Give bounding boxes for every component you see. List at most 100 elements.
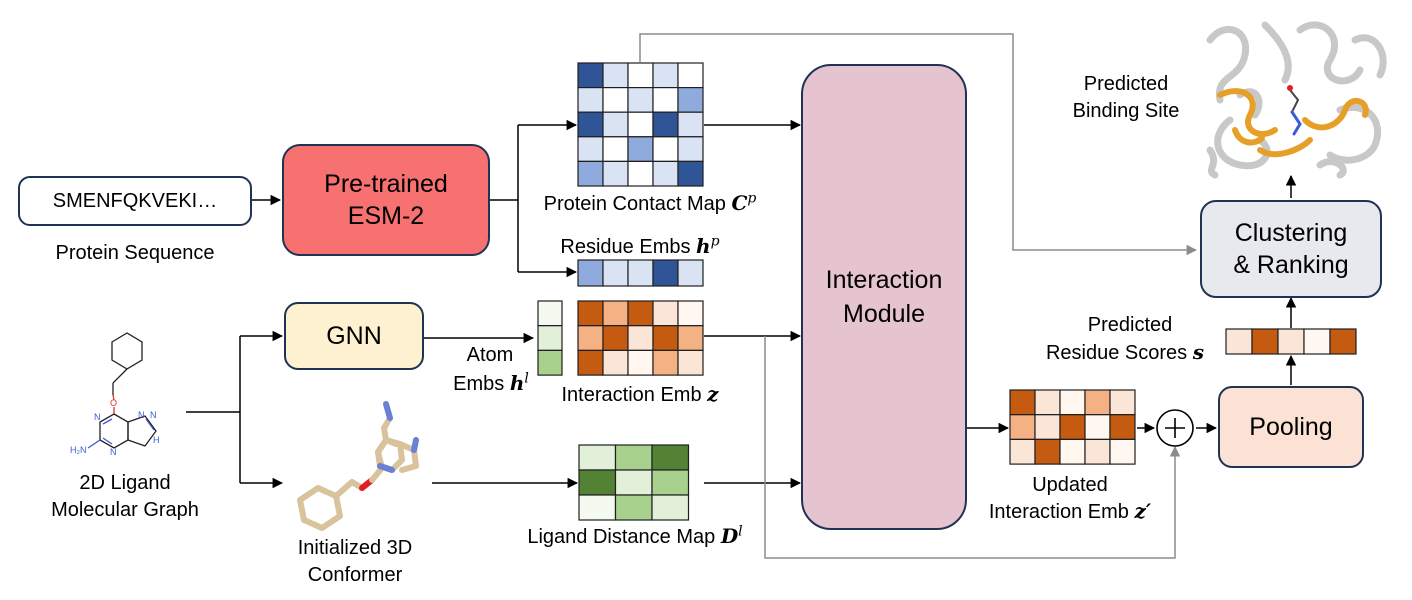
ligand-distance-label: Ligand Distance Map Dl [500, 523, 770, 550]
updated-emb-label-line2: Interaction Emb z′ [975, 498, 1165, 525]
matrix-cell [602, 300, 629, 327]
matrix-cell [602, 136, 629, 163]
pooling-label: Pooling [1249, 412, 1333, 441]
matrix-cell [537, 300, 563, 327]
contact-map-sup: p [747, 190, 757, 207]
matrix-cell [577, 300, 604, 327]
matrix-cell [577, 259, 604, 287]
interaction-emb-label: Interaction Emb z [540, 381, 740, 408]
conformer-label-line1: Initialized 3D [297, 537, 413, 559]
matrix-cell [1277, 328, 1305, 355]
matrix-cell [1009, 389, 1036, 416]
matrix-cell [537, 349, 563, 376]
protein-sequence-text: SMENFQKVEKI… [52, 189, 218, 212]
arrow-contact-to-clustering [639, 33, 1198, 256]
matrix-cell [627, 160, 654, 187]
matrix-cell [627, 349, 654, 376]
matrix-cell [602, 62, 629, 89]
matrix-cell [627, 111, 654, 138]
interaction-emb-label-text: Interaction Emb [561, 384, 702, 406]
atom-embs-symbol: h [509, 371, 525, 395]
matrix-cell [652, 300, 679, 327]
matrix-cell [1059, 389, 1086, 416]
interaction-module-line1: Interaction [825, 266, 943, 294]
matrix-cell [652, 111, 679, 138]
matrix-cell [577, 325, 604, 352]
matrix-cell [677, 160, 704, 187]
residue-embs-label-text: Residue Embs [560, 236, 691, 258]
matrix-cell [577, 136, 604, 163]
matrix-cell [1303, 328, 1331, 355]
residue-embs-sup: p [710, 233, 720, 250]
matrix-cell [1109, 389, 1136, 416]
matrix-cell [602, 349, 629, 376]
interaction-module-box: Interaction Module [801, 64, 967, 530]
matrix-cell [602, 111, 629, 138]
atom-embs-label-text: Embs [453, 373, 505, 395]
matrix-cell [1059, 414, 1086, 441]
contact-map-label: Protein Contact Map Cp [520, 190, 780, 217]
contact-map-symbol: C [731, 191, 748, 215]
svg-text:H: H [153, 435, 160, 445]
binding-site-label-line1: Predicted [1083, 73, 1169, 95]
sum-node [1156, 409, 1194, 447]
conformer-label-line2: Conformer [307, 564, 403, 586]
matrix-cell [577, 62, 604, 89]
matrix-cell [1034, 438, 1061, 465]
matrix-cell [602, 259, 629, 287]
matrix-cell [652, 259, 679, 287]
matrix-cell [1009, 414, 1036, 441]
clustering-line1: Clustering [1234, 219, 1348, 247]
matrix-cell [677, 325, 704, 352]
matrix-cell [577, 111, 604, 138]
residue-scores-label-line1: Predicted [1087, 314, 1173, 336]
atom-embs-sup: l [524, 370, 529, 387]
matrix-cell [602, 325, 629, 352]
matrix-cell [537, 325, 563, 352]
matrix-cell [677, 300, 704, 327]
protein-sequence-label: Protein Sequence [55, 242, 215, 264]
ligand-graph-label-line2: Molecular Graph [51, 499, 199, 521]
updated-emb-symbol: z′ [1134, 499, 1152, 523]
matrix-cell [652, 325, 679, 352]
matrix-cell [1009, 438, 1036, 465]
matrix-cell [627, 259, 654, 287]
clustering-line2: & Ranking [1233, 251, 1349, 279]
esm2-box: Pre-trained ESM-2 [282, 144, 490, 256]
arrow-skip-to-plus [764, 336, 1181, 559]
updated-interaction-emb-matrix [1009, 389, 1136, 465]
svg-text:N: N [150, 410, 157, 420]
matrix-cell [578, 469, 617, 496]
matrix-cell [627, 300, 654, 327]
matrix-cell [677, 136, 704, 163]
esm2-line1: Pre-trained [324, 170, 448, 198]
pooling-box: Pooling [1218, 386, 1364, 468]
updated-emb-label-line1: Updated [1032, 474, 1108, 496]
matrix-cell [577, 86, 604, 113]
matrix-cell [677, 62, 704, 89]
matrix-cell [677, 349, 704, 376]
matrix-cell [652, 136, 679, 163]
matrix-cell [578, 494, 617, 521]
residue-embs-vector [577, 259, 704, 287]
updated-emb-label-text: Interaction Emb [988, 501, 1129, 523]
matrix-cell [578, 444, 617, 471]
ligand-distance-symbol: D [720, 524, 739, 548]
atom-embs-label-line2: Embs hl [446, 370, 536, 397]
matrix-cell [651, 469, 690, 496]
matrix-cell [1109, 414, 1136, 441]
matrix-cell [614, 469, 653, 496]
matrix-cell [1109, 438, 1136, 465]
matrix-cell [614, 494, 653, 521]
protein-sequence-box: SMENFQKVEKI… [18, 176, 252, 226]
gnn-box: GNN [284, 302, 424, 370]
matrix-cell [602, 86, 629, 113]
interaction-module-line2: Module [843, 300, 925, 328]
svg-text:N: N [138, 410, 145, 420]
matrix-cell [602, 160, 629, 187]
ligand-distance-map [578, 444, 690, 521]
interaction-emb-symbol: z [707, 382, 719, 406]
binding-site-protein-icon [1206, 21, 1387, 179]
residue-embs-symbol: h [696, 234, 711, 258]
